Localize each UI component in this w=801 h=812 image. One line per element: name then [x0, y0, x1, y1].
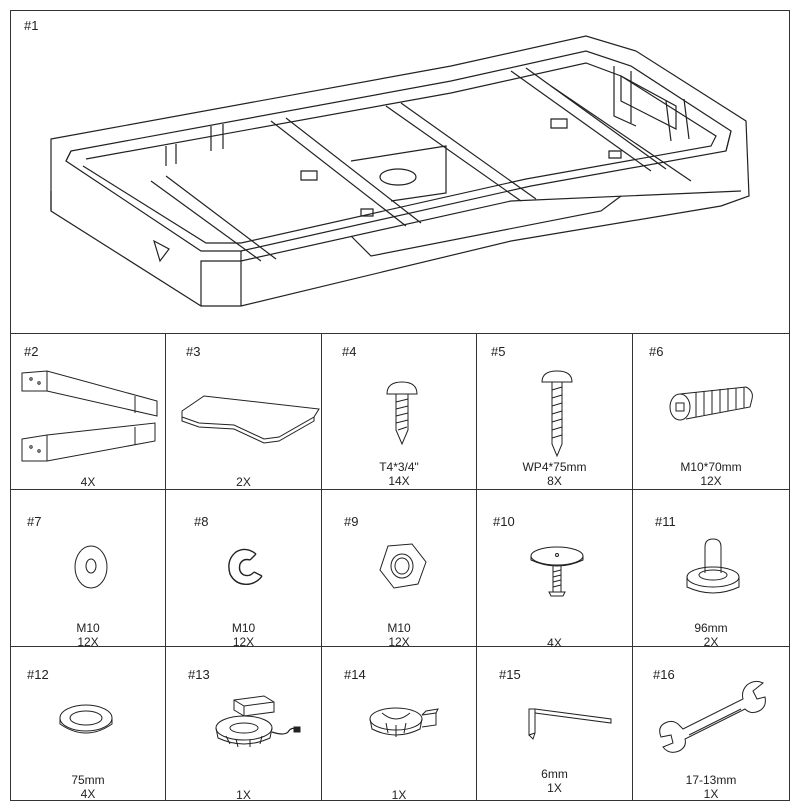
fan-housing-icon [362, 699, 442, 749]
part-cell-5: #5 WP4*75mm 8X [477, 333, 633, 490]
part-number-14: #14 [344, 667, 366, 682]
part-number-11: #11 [655, 514, 676, 529]
part-caption-10: 4X [547, 636, 562, 650]
part-cell-13: #13 1X [166, 647, 322, 802]
part-number-1: #1 [24, 18, 39, 33]
part-cell-14: #14 1X [322, 647, 477, 802]
part-cell-6: #6 M10*70mm 12X [633, 333, 789, 490]
part-number-10: #10 [493, 514, 515, 529]
part-number-16: #16 [653, 667, 675, 682]
part-cell-3: #3 2X [166, 333, 322, 490]
part-caption-13: 1X [236, 788, 251, 802]
part-caption-3: 2X [236, 475, 251, 489]
part-number-8: #8 [194, 514, 209, 529]
part-cell-16: #16 17-13mm 1X [633, 647, 789, 801]
part-number-12: #12 [27, 667, 49, 682]
long-screw-icon [537, 368, 577, 458]
part-cell-10: #10 4X [477, 490, 633, 650]
part-number-2: #2 [24, 344, 39, 359]
part-number-7: #7 [27, 514, 42, 529]
bolt-icon [666, 381, 756, 431]
spring-washer-icon [218, 542, 273, 592]
flat-washer-icon [66, 542, 116, 592]
part-number-3: #3 [186, 344, 201, 359]
puck-icon [56, 702, 116, 742]
part-cell-7: #7 M10 12X [11, 490, 166, 649]
part-cell-11: #11 96mm 2X [633, 490, 789, 649]
table-frame-icon [11, 11, 789, 333]
part-cell-12: #12 75mm 4X [11, 647, 166, 801]
part-caption-6: M10*70mm 12X [680, 460, 742, 488]
part-number-5: #5 [491, 344, 506, 359]
part-caption-11: 96mm 2X [694, 621, 728, 649]
part-cell-15: #15 6mm 1X [477, 647, 633, 800]
part-caption-7: M10 12X [76, 621, 100, 649]
part-cell-9: #9 M10 12X [322, 490, 477, 649]
part-caption-8: M10 12X [231, 621, 256, 649]
part-caption-4: T4*3/4" 14X [379, 460, 419, 488]
part-number-15: #15 [499, 667, 521, 682]
wrench-icon [655, 677, 770, 757]
blower-fan-icon [206, 692, 306, 762]
part-number-13: #13 [188, 667, 210, 682]
leg-brackets-icon [17, 361, 157, 471]
part-number-4: #4 [342, 344, 357, 359]
cross-board-icon [174, 381, 319, 451]
hex-nut-icon [374, 540, 429, 595]
main-assembly-panel: #1 [11, 11, 789, 334]
part-caption-16: 17-13mm 1X [685, 773, 737, 801]
striker-icon [683, 535, 743, 600]
round-head-screw-icon [382, 378, 422, 448]
part-caption-2: 4X [80, 475, 96, 489]
part-cell-2: #2 4X [11, 333, 166, 490]
part-caption-5: WP4*75mm 8X [522, 460, 587, 488]
part-caption-9: M10 12X [387, 621, 411, 649]
part-caption-12: 75mm 4X [71, 773, 105, 801]
leveling-foot-icon [527, 540, 587, 600]
allen-key-icon [525, 705, 615, 745]
part-number-6: #6 [649, 344, 664, 359]
part-caption-14: 1X [391, 788, 407, 802]
part-cell-8: #8 M10 12X [166, 490, 322, 649]
part-caption-15: 6mm 1X [541, 767, 568, 795]
parts-sheet: #1 [10, 10, 790, 802]
part-cell-4: #4 T4*3/4" 14X [322, 333, 477, 490]
part-number-9: #9 [344, 514, 359, 529]
